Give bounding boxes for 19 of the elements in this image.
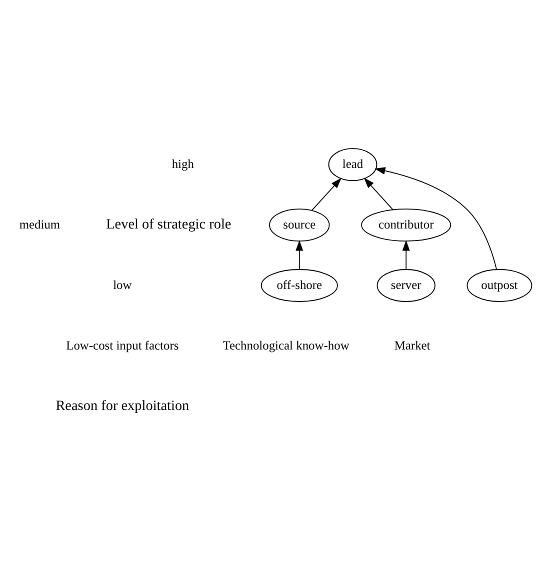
node-ellipse: outpost <box>466 269 532 302</box>
label: low <box>113 278 132 292</box>
arrow <box>364 178 394 210</box>
label: Reason for exploitation <box>56 398 190 414</box>
label: Level of strategic role <box>106 216 232 232</box>
node-ellipse: off-shore <box>260 269 338 302</box>
node-ellipse: server <box>376 269 436 302</box>
node-ellipse: source <box>269 208 330 242</box>
node-ellipse: contributor <box>361 208 452 242</box>
label: Technological know-how <box>222 338 350 352</box>
label: Low-cost input factors <box>66 338 179 352</box>
label: Market <box>394 338 430 352</box>
arrow <box>374 167 498 270</box>
arrow <box>312 178 342 211</box>
arrow <box>402 240 410 270</box>
node-ellipse: lead <box>328 148 378 182</box>
label: medium <box>19 217 60 232</box>
arrow <box>296 240 304 270</box>
label: high <box>172 156 194 171</box>
